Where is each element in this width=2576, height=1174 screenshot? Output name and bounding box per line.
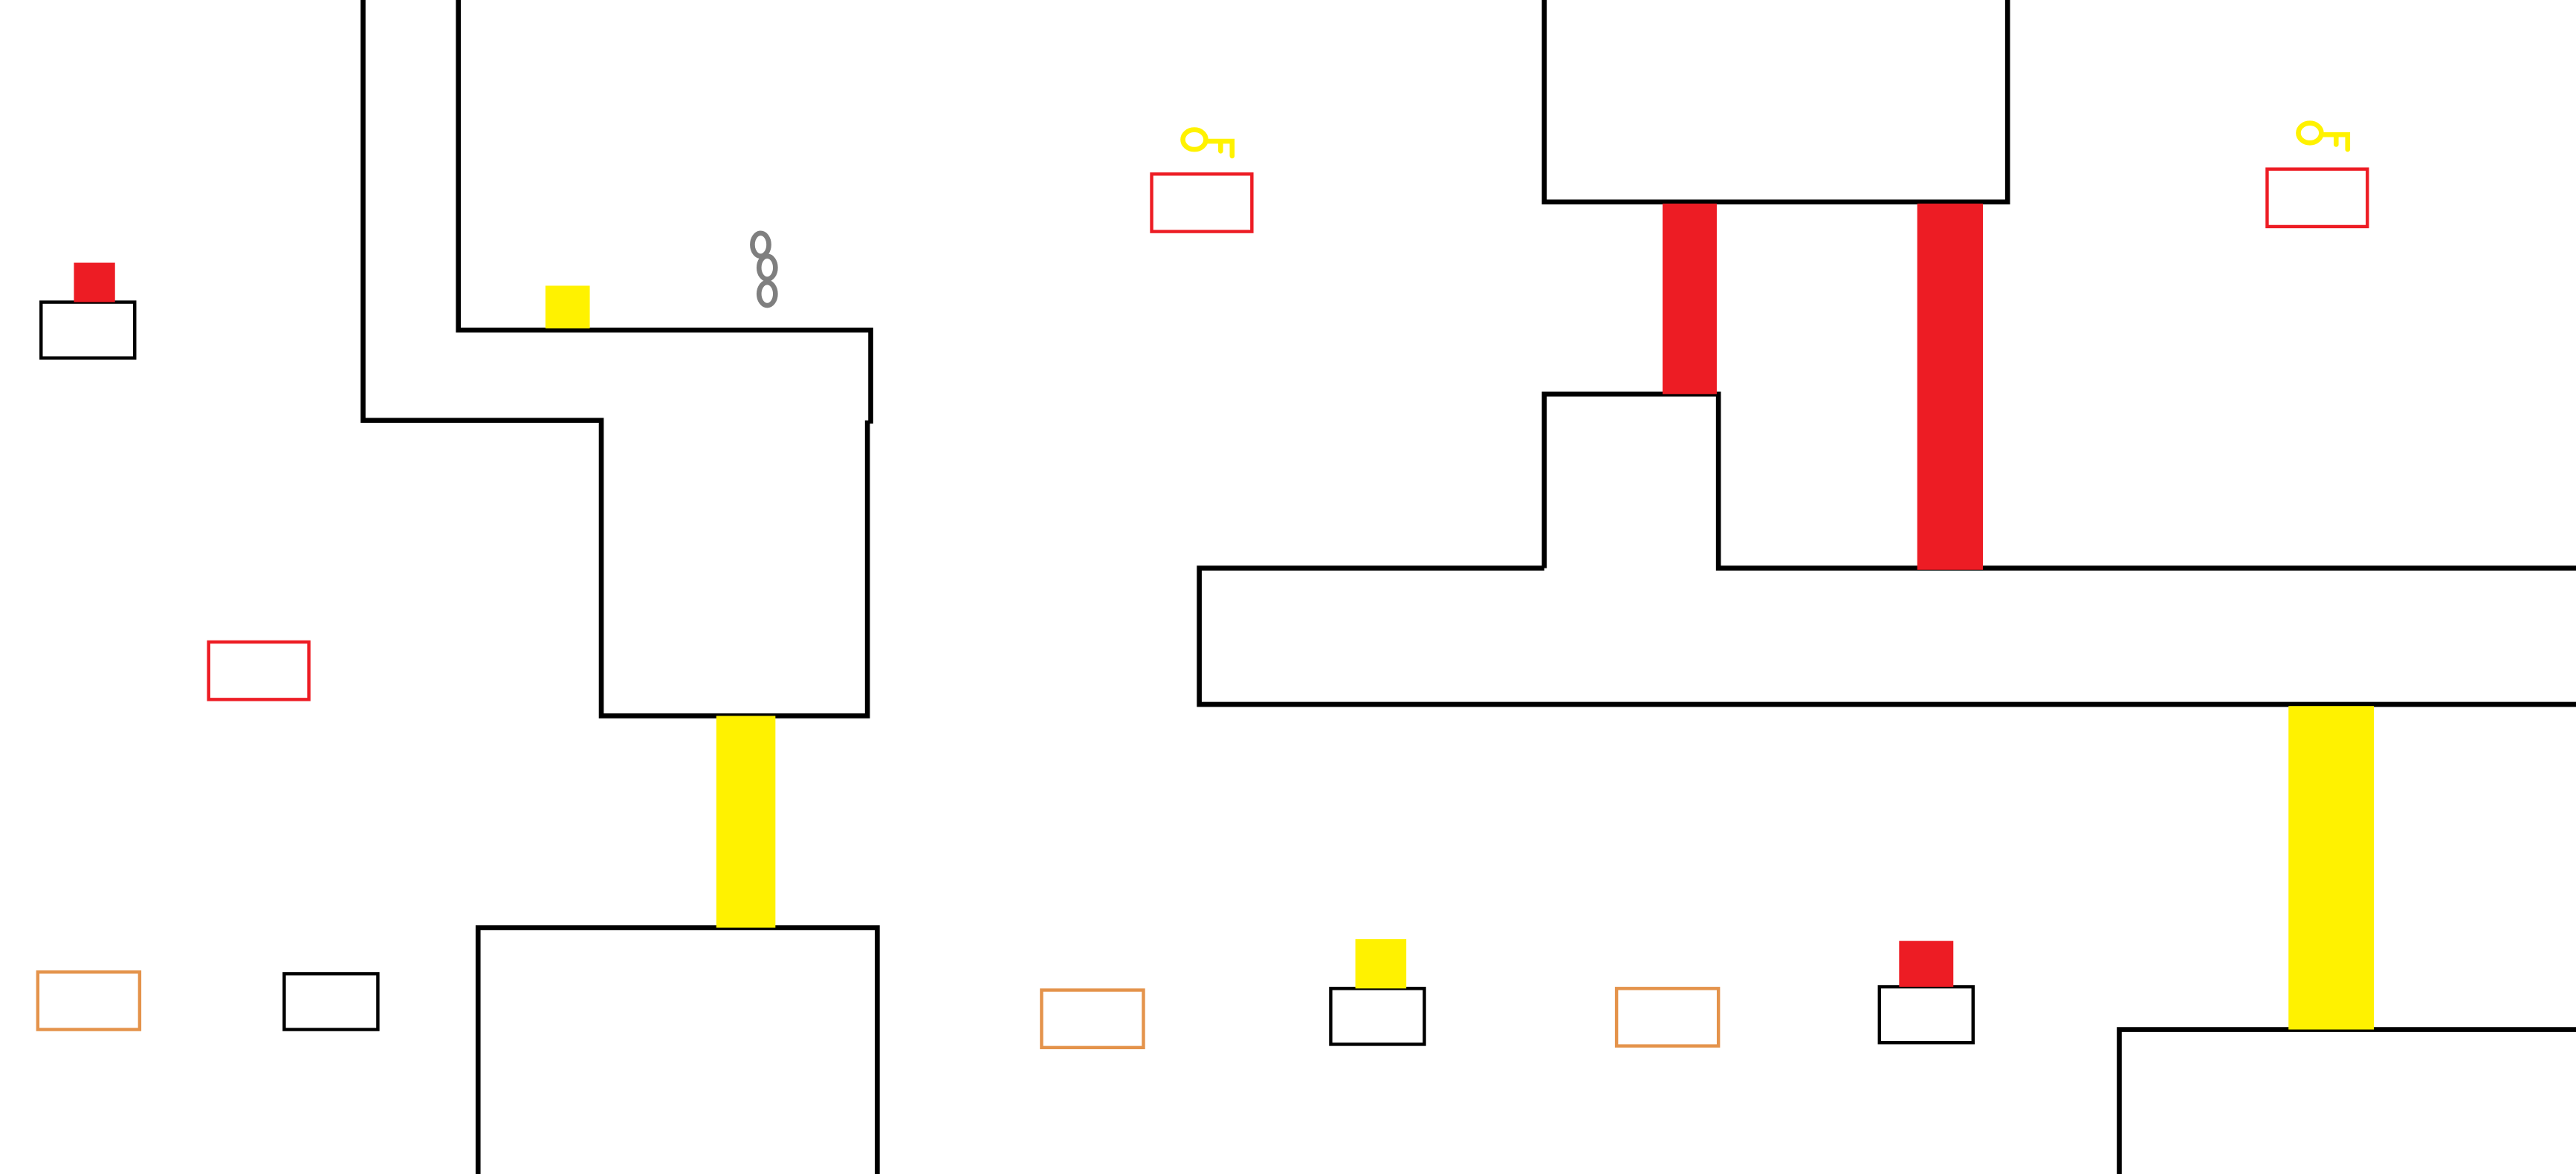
platform-red-outline [2265,167,2369,229]
switch-yellow [545,285,590,328]
gate-yellow [716,716,776,928]
platform-orange-outline [1040,988,1145,1050]
platform-neutral [1329,987,1426,1046]
switch-red [74,262,115,302]
chain-icon [750,230,778,308]
platform-orange-outline [1614,987,1721,1048]
wall-left-corridor [360,0,870,719]
switch-red [1899,941,1954,987]
platform-neutral [39,300,137,360]
wall-top-center-block [1541,0,2010,205]
platform-neutral [282,972,380,1031]
wall-bottom-right-block [2117,1027,2576,1174]
platform-neutral [1877,985,1975,1045]
terrain-walls [360,0,2576,1174]
gate-red [1662,204,1717,395]
platform-red-outline [207,640,311,701]
wall-central-corridor [1197,392,2576,707]
gate-yellow [2288,706,2375,1030]
key-icon [1180,127,1235,159]
gate-red [1917,204,1984,570]
wall-bottom-left-block [475,925,880,1174]
switch-yellow [1355,939,1407,989]
platform-red-outline [1150,172,1254,233]
key-icon [2296,120,2351,152]
platform-orange-outline [36,970,142,1031]
wall-left-inner [456,0,873,424]
